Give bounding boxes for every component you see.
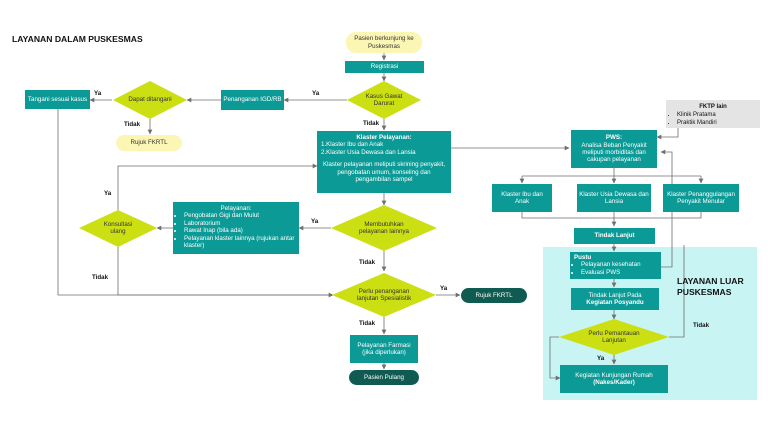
node-rujuk-fkrtl-top: Rujuk FKRTL — [116, 135, 182, 151]
pws-text: Analisa Beban Penyakit meliputi morbidit… — [581, 141, 647, 164]
pelayanan-item: Laboratorium — [184, 220, 295, 227]
node-tindak-posyandu: Tindak Lanjut Pada Kegiatan Posyandu — [571, 288, 659, 310]
diamond-perlu-pemantauan — [559, 319, 669, 355]
kunjungan-line1: Kegiatan Kunjungan Rumah — [575, 371, 653, 379]
klaster-note: Klaster pelayanan meliputi skrining peny… — [322, 161, 446, 184]
arrow-konsultasi-klaster — [117, 163, 318, 210]
pelayanan-item: Pengobatan Gigi dan Mulut — [184, 212, 295, 219]
pws-heading: PWS: — [605, 134, 623, 142]
diamond-kasus-gawat — [347, 81, 421, 119]
arrow-konsultasi-perlu — [117, 247, 333, 296]
klaster-line1: 1.Klaster Ibu dan Anak — [321, 141, 384, 149]
label-tidak-membutuhkan: Tidak — [359, 259, 376, 266]
node-klaster-penanggulangan: Klaster Penanggulangan Penyakit Menular — [663, 184, 739, 212]
label-tidak-spesialistik: Tidak — [359, 320, 376, 327]
pustu-item: Evaluasi PWS — [581, 269, 641, 276]
node-rujuk-fkrtl-bottom: Rujuk FKRTL — [461, 288, 527, 303]
node-perlu-spesialistik-label: Perlu penanganan lanjutan Spesialistik — [356, 287, 412, 302]
posyandu-line1: Tindak Lanjut Pada — [588, 291, 642, 299]
node-fktp-lain: FKTP lain Klinik Pratama Praktik Mandiri — [666, 100, 760, 128]
node-registrasi: Registrasi — [345, 61, 424, 73]
label-ya-konsultasi: Ya — [104, 190, 112, 197]
fktp-heading: FKTP lain — [699, 104, 727, 110]
klaster-heading: Klaster Pelayanan: — [356, 134, 412, 141]
klaster-line2: 2.Klaster Usia Dewasa dan Lansia — [321, 148, 416, 156]
node-klaster-usia-dewasa: Klaster Usia Dewasa dan Lansia — [577, 184, 651, 212]
outer-title: LAYANAN LUAR PUSKESMAS — [677, 276, 744, 297]
node-pelayanan-farmasi: Pelayanan Farmasi (jika diperlukan) — [350, 335, 418, 363]
pustu-items: Pelayanan kesehatan Evaluasi PWS — [574, 261, 641, 276]
node-pelayanan-lain: Pelayanan: Pengobatan Gigi dan Mulut Lab… — [173, 202, 299, 254]
label-ya-kasus: Ya — [312, 90, 320, 97]
arrow-pen-tl — [614, 212, 702, 219]
fktp-item: Praktik Mandiri — [677, 119, 756, 127]
node-konsultasi-label: Konsultasi ulang — [103, 220, 133, 235]
label-ya-spesialistik: Ya — [440, 285, 448, 292]
diamond-perlu-spesialistik — [332, 273, 436, 317]
arrow-loop-left — [549, 336, 561, 381]
node-dapat-ditangani-label: Dapat ditangani — [128, 96, 172, 104]
node-kasus-gawat-label: Kasus Gawat Darurat — [365, 92, 403, 107]
arrow-pemantauan-tidak — [669, 245, 685, 338]
label-tidak-konsultasi: Tidak — [92, 274, 109, 281]
label-tidak-pemantauan: Tidak — [693, 322, 710, 329]
node-klaster-ibu-anak: Klaster Ibu dan Anak — [492, 184, 552, 212]
node-membutuhkan-label: Membutuhkan pelayanan lainnya — [359, 220, 409, 235]
pustu-heading: Pustu — [574, 254, 592, 261]
pelayanan-items: Pengobatan Gigi dan Mulut Laboratorium R… — [177, 212, 295, 249]
fktp-item: Klinik Pratama — [677, 111, 756, 119]
label-tidak-dapat: Tidak — [124, 121, 141, 128]
node-pws: PWS: Analisa Beban Penyakit meliputi mor… — [571, 130, 657, 168]
diamond-membutuhkan — [331, 205, 437, 251]
node-perlu-pemantauan-label: Perlu Pemantauan Lanjutan — [588, 329, 640, 344]
kunjungan-line2: (Nakes/Kader) — [593, 379, 635, 386]
arrow-ibu-tl — [521, 212, 614, 219]
label-ya-dapat: Ya — [94, 90, 102, 97]
label-tidak-kasus: Tidak — [363, 120, 380, 127]
arrow-fktp-pws — [656, 127, 679, 140]
node-kunjungan-rumah: Kegiatan Kunjungan Rumah (Nakes/Kader) — [560, 365, 668, 393]
node-klaster-pelayanan: Klaster Pelayanan: 1.Klaster Ibu dan Ana… — [317, 131, 451, 193]
pelayanan-item: Rawat Inap (bila ada) — [184, 227, 295, 234]
pelayanan-heading: Pelayanan: — [220, 205, 252, 212]
pelayanan-item: Pelayanan klaster lainnya (rujukan antar… — [184, 235, 295, 250]
node-pasien-pulang: Pasien Pulang — [349, 370, 419, 385]
node-pasien-datang: Pasien berkunjung ke Puskesmas — [346, 32, 422, 53]
pustu-item: Pelayanan kesehatan — [581, 261, 641, 268]
node-penanganan-igd: Penanganan IGD/RB — [221, 90, 284, 110]
label-ya-membutuhkan: Ya — [311, 218, 319, 225]
fktp-list: Klinik Pratama Praktik Mandiri — [670, 111, 756, 127]
node-tangani-sesuai-kasus: Tangani sesuai kasus — [25, 90, 90, 109]
page-title: LAYANAN DALAM PUSKESMAS — [12, 34, 143, 44]
node-tindak-lanjut: Tindak Lanjut — [574, 228, 655, 244]
node-pustu: Pustu Pelayanan kesehatan Evaluasi PWS — [570, 252, 661, 279]
label-ya-pemantauan: Ya — [597, 355, 605, 362]
diamond-dapat-ditangani — [113, 81, 187, 119]
posyandu-line2: Kegiatan Posyandu — [586, 299, 644, 306]
diamond-konsultasi — [79, 210, 157, 247]
